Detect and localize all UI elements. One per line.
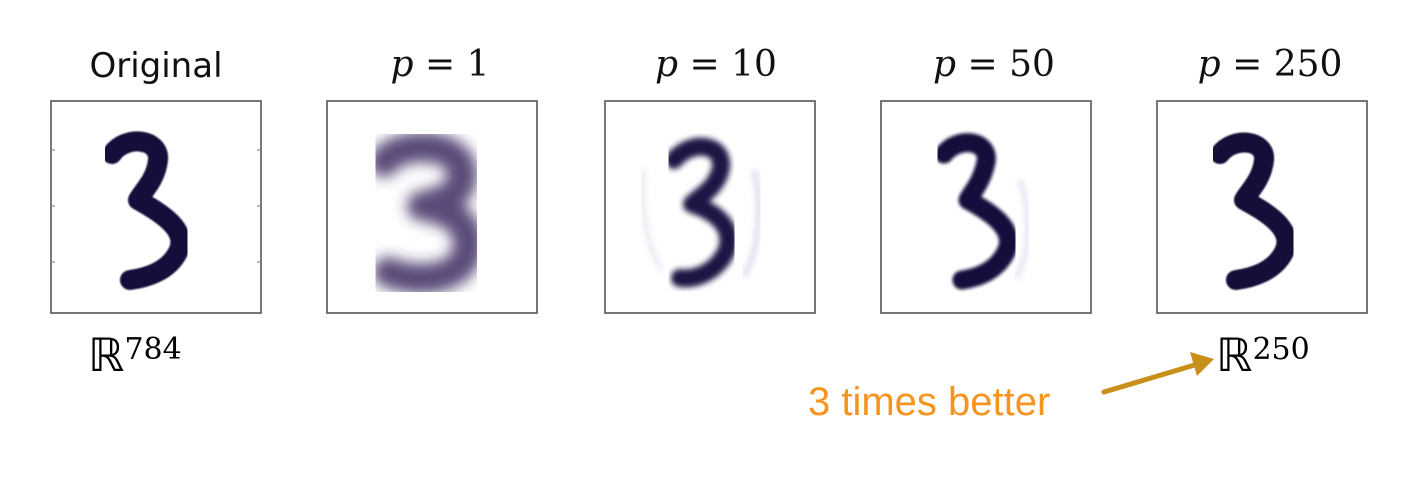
- reals-symbol: ℝ: [1216, 328, 1253, 382]
- dim-label-input: ℝ784: [88, 328, 182, 382]
- p-variable: p: [390, 44, 414, 85]
- arrow-icon: [1101, 352, 1214, 395]
- title-p1: p = 1: [390, 44, 490, 85]
- dim-exponent: 784: [124, 331, 182, 367]
- p-value: 1: [466, 44, 490, 85]
- p-variable: p: [655, 44, 679, 85]
- title-p10: p = 10: [655, 44, 777, 85]
- digit-image-original: [50, 100, 262, 314]
- p-variable: p: [933, 44, 957, 85]
- improvement-note: 3 times better: [808, 380, 1051, 424]
- dim-exponent: 250: [1252, 331, 1310, 367]
- p-value: 10: [731, 44, 777, 85]
- digit-image-p250: [1156, 100, 1368, 314]
- panel-original: [50, 100, 262, 314]
- panel-p50: [880, 100, 1092, 314]
- title-original: Original: [89, 46, 223, 86]
- p-value: 50: [1009, 44, 1055, 85]
- p-value: 250: [1273, 44, 1343, 85]
- title-p250: p = 250: [1197, 44, 1343, 85]
- panel-p250: [1156, 100, 1368, 314]
- reals-symbol: ℝ: [88, 328, 125, 382]
- panel-p1: [326, 100, 538, 314]
- p-variable: p: [1197, 44, 1221, 85]
- digit-image-p10: [604, 100, 816, 314]
- title-p50: p = 50: [933, 44, 1055, 85]
- digit-image-p1: [326, 100, 538, 314]
- panel-p10: [604, 100, 816, 314]
- digit-image-p50: [880, 100, 1092, 314]
- dim-label-latent: ℝ250: [1216, 328, 1310, 382]
